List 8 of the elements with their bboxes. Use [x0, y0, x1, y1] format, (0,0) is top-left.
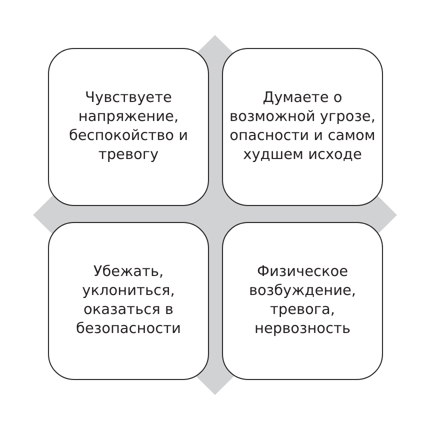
box-text: Физическое возбуждение, тревога, нервозность	[248, 263, 358, 339]
rounded-box	[48, 48, 209, 206]
box-text: Думаете о возможной угрозе, опасности и самом худшем исходе	[229, 89, 376, 165]
box-text: Убежать, уклониться, оказаться в безопасности	[75, 263, 182, 339]
rounded-box	[222, 222, 383, 380]
box-text: Чувствуете напряжение, беспокойство и тревогу	[68, 89, 190, 165]
rounded-box	[48, 222, 209, 380]
rounded-box	[222, 48, 383, 206]
